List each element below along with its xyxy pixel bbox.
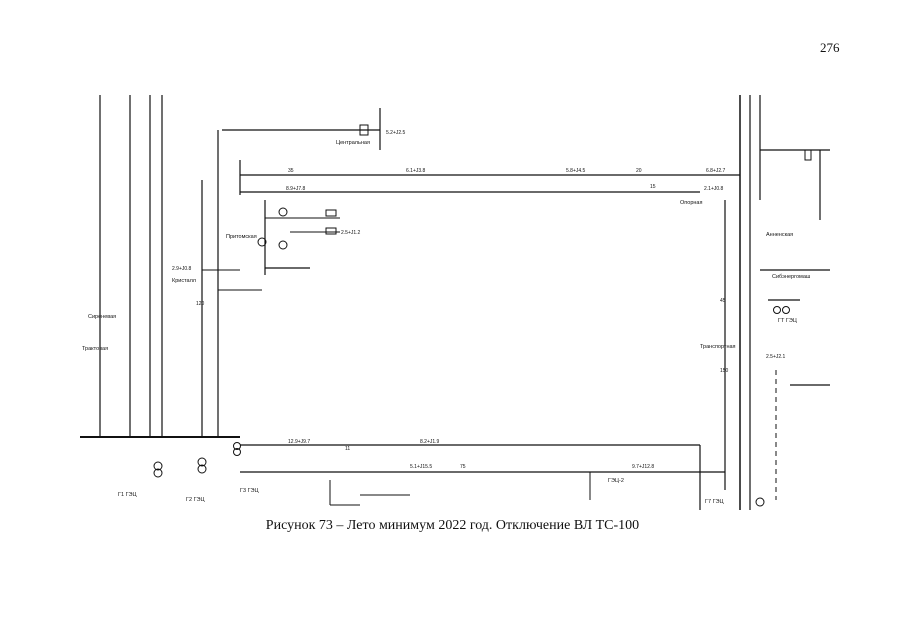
power-flow: 5.1+J15.5	[410, 464, 432, 470]
label-opornaya: Опорная	[680, 200, 702, 206]
power-flow: 6.8+J2.7	[706, 168, 726, 174]
generator-transformer	[197, 464, 207, 474]
power-flow: 5.8+J4.5	[566, 168, 586, 174]
power-flow: 2.5+J2.1	[766, 354, 786, 360]
generator-transformer	[773, 306, 781, 314]
generator-transformer	[153, 461, 163, 471]
line-number: 45	[720, 298, 726, 304]
power-flow: 9.7+J12.8	[632, 464, 654, 470]
label-g3: Г3 ГЭЦ	[240, 488, 259, 494]
power-flow: 5.2+J2.5	[386, 130, 406, 136]
label-siren: Сиреневая	[88, 314, 116, 320]
node-marker	[359, 124, 369, 136]
generator-transformer	[197, 457, 207, 467]
line-number: 75	[460, 464, 466, 470]
power-flow: 6.1+J3.8	[406, 168, 426, 174]
power-flow: 2.5+J1.2	[341, 230, 361, 236]
generator-transformer	[278, 240, 288, 250]
label-centralnaya: Центральная	[336, 140, 370, 146]
line-number: 120	[196, 301, 205, 307]
label-pritomskaya: Притомская	[226, 234, 257, 240]
generator-transformer	[233, 448, 241, 456]
generator-transformer	[755, 497, 765, 507]
line-number: 11	[345, 446, 350, 452]
power-flow: 2.1+J0.8	[704, 186, 724, 192]
line-number: 150	[720, 368, 729, 374]
label-trakt: Трактовая	[82, 346, 108, 352]
node-marker	[325, 227, 337, 235]
page-number: 276	[820, 40, 840, 55]
label-sibenergo: Сибэнергомаш	[772, 274, 811, 280]
power-flow: 8.2+J1.9	[420, 439, 440, 445]
label-transp: Транспортная	[700, 344, 736, 350]
generator-transformer	[782, 306, 790, 314]
power-flow: 2.9+J0.8	[172, 266, 192, 272]
label-gt: ГТ ГЭЦ	[778, 318, 797, 324]
label-gec2: ГЭЦ-2	[608, 478, 624, 484]
generator-transformer	[233, 442, 241, 450]
label-g1: Г1 ГЭЦ	[118, 492, 137, 498]
power-flow: 8.9+J7.8	[286, 186, 306, 192]
power-flow: 12.9+J9.7	[288, 439, 310, 445]
label-kristall: Кристалл	[172, 278, 196, 284]
line-number: 15	[650, 184, 656, 190]
label-annenskaya: Анненская	[766, 232, 793, 238]
node-marker	[804, 149, 812, 161]
generator-transformer	[153, 468, 163, 478]
line-number: 20	[636, 168, 642, 174]
figure-caption: Рисунок 73 – Лето минимум 2022 год. Откл…	[265, 518, 640, 533]
label-g2: Г2 ГЭЦ	[186, 497, 205, 503]
line-number: 35	[288, 168, 294, 174]
label-g7: Г7 ГЭЦ	[705, 499, 724, 505]
generator-transformer	[257, 237, 267, 247]
node-marker	[325, 209, 337, 217]
generator-transformer	[278, 207, 288, 217]
